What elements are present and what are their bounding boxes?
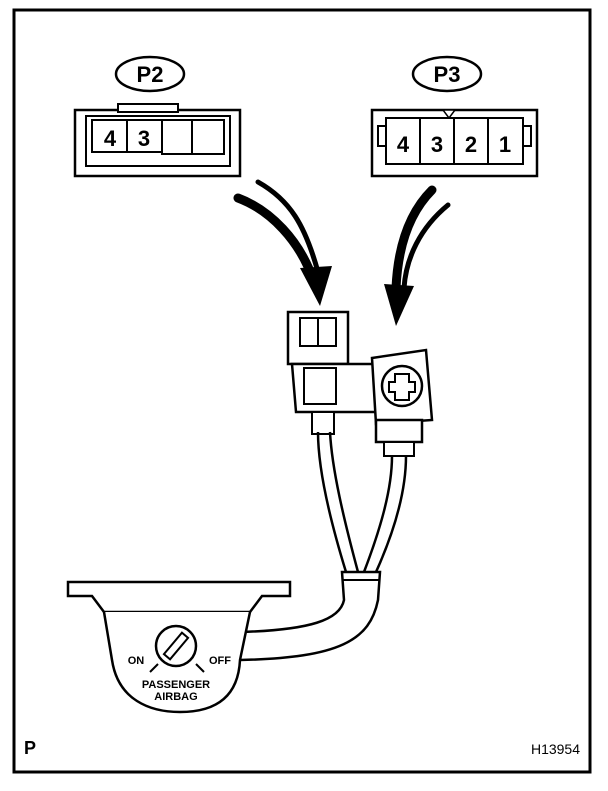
p2-label: P2 xyxy=(114,55,186,93)
passenger-airbag-switch: ON OFF PASSENGER AIRBAG xyxy=(66,580,292,714)
switch-on-label: ON xyxy=(128,655,145,667)
p3-pin-4: 4 xyxy=(397,132,410,157)
footer-code: P xyxy=(24,738,36,758)
diagram-frame xyxy=(12,8,592,774)
p3-pin-2: 2 xyxy=(465,132,477,157)
figure-id: H13954 xyxy=(531,741,580,757)
p3-pin-1: 1 xyxy=(499,132,511,157)
p2-label-text: P2 xyxy=(137,62,164,87)
p2-pin-3: 3 xyxy=(138,126,150,151)
p2-connector: 4 3 xyxy=(73,103,242,178)
p3-label-text: P3 xyxy=(434,62,461,87)
switch-name-line1: PASSENGER xyxy=(142,679,210,691)
p3-pin-3: 3 xyxy=(431,132,443,157)
switch-off-label: OFF xyxy=(209,655,231,667)
arrow-to-p3-icon xyxy=(384,185,451,326)
connector-assembly xyxy=(286,310,434,457)
p3-connector: 4 3 2 1 xyxy=(370,108,539,178)
pin-1-marker-icon xyxy=(441,109,457,120)
p3-label: P3 xyxy=(411,55,483,93)
wire-harness xyxy=(238,431,408,662)
p2-pin-4: 4 xyxy=(104,126,117,151)
switch-name-line2: AIRBAG xyxy=(154,691,197,703)
arrow-to-p2-icon xyxy=(233,179,332,306)
